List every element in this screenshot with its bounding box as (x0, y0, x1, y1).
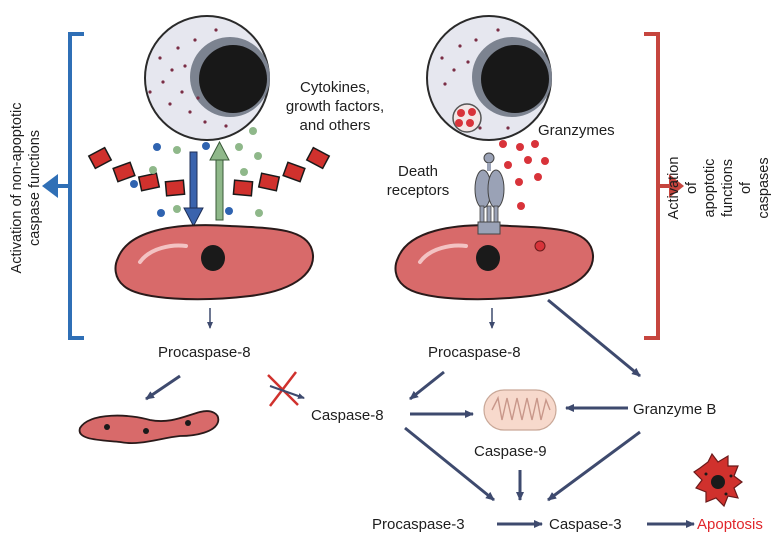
death-receptors-label: Death receptors (386, 163, 450, 199)
block-cross (267, 371, 305, 407)
apoptotic-cell-icon (693, 452, 743, 508)
granzyme-particles (499, 140, 549, 210)
arrow-cell-to-granzymeb (547, 298, 641, 378)
death-receptor (474, 152, 505, 235)
arrow-granzymeb-to-procasp3 (547, 430, 641, 502)
granzymes-label: Granzymes (538, 122, 615, 139)
arrow-procasp8-to-casp8 (409, 370, 445, 401)
left-bracket (42, 32, 84, 340)
left-signal-molecules (130, 127, 263, 217)
right-target-cell (394, 224, 595, 301)
right-bracket-label: Activation of apoptotic functions of cas… (666, 156, 772, 220)
caspase9-label: Caspase-9 (474, 443, 547, 460)
caspase8-label: Caspase-8 (311, 407, 384, 424)
cytokines-label: Cytokines, growth factors, and others (285, 79, 385, 134)
mitochondrion-icon (483, 389, 557, 431)
left-immune-cell (144, 15, 270, 141)
procaspase8-right-label: Procaspase-8 (428, 344, 521, 361)
caspase3-label: Caspase-3 (549, 516, 622, 533)
right-immune-cell (426, 15, 552, 141)
signal-in-arrow (183, 151, 204, 228)
arrow-procasp8-to-cells (145, 374, 181, 401)
signal-out-arrow (209, 140, 230, 221)
left-membrane (87, 146, 331, 197)
elongated-cells (78, 410, 220, 444)
right-bracket (644, 32, 684, 340)
apoptosis-label: Apoptosis (697, 516, 763, 533)
left-target-cell (114, 224, 315, 301)
arrow-casp8-to-procasp3 (404, 426, 495, 502)
granzyme-b-label: Granzyme B (633, 401, 717, 418)
procaspase3-label: Procaspase-3 (372, 516, 465, 533)
left-bracket-label: Activation of non-apoptotic caspase func… (9, 102, 43, 274)
pathway-arrows (145, 298, 695, 528)
procaspase8-left-label: Procaspase-8 (158, 344, 251, 361)
